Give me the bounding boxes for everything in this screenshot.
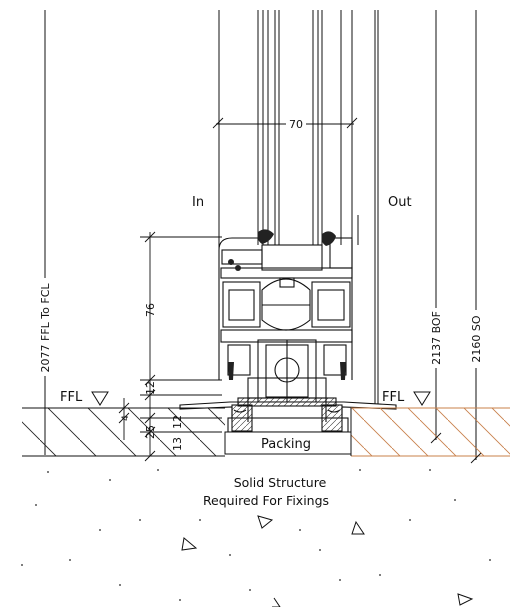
dim-70-label: 70 [289, 118, 303, 131]
ffl-right-marker [413, 391, 431, 406]
dim-76-label: 76 [144, 303, 157, 317]
dim-12-lower-label: 12 [171, 415, 184, 429]
note-line-1: Solid Structure [234, 475, 327, 490]
packing-label: Packing [261, 437, 311, 452]
floor-right [350, 407, 510, 457]
outside-label: Out [388, 195, 412, 210]
concrete-aggregate [181, 515, 474, 608]
reference-lines [44, 10, 477, 460]
frame-profile [218, 237, 353, 403]
dim-12-upper-label: 12 [144, 381, 157, 395]
gaskets [228, 229, 346, 380]
note-line-2: Required For Fixings [203, 493, 329, 508]
ffl-right-label: FFL [382, 390, 405, 405]
dim-13-label: 13 [171, 437, 184, 451]
dim-ffl-to-fcl-label: 2077 FFL To FCL [39, 283, 52, 373]
ffl-left-marker [91, 391, 109, 406]
dim-bof-label: 2137 BOF [430, 311, 443, 365]
dim-4-label: 4 [121, 415, 131, 421]
dim-70 [212, 117, 358, 129]
ffl-left-label: FFL [60, 390, 83, 405]
dim-chain-left [118, 231, 222, 462]
concrete-dots [21, 469, 491, 601]
dim-so-label: 2160 SO [470, 315, 483, 362]
dim-25-label: 25 [144, 425, 157, 439]
inside-label: In [192, 195, 204, 210]
threshold-sill [179, 397, 397, 433]
glazing-lines [218, 10, 379, 405]
